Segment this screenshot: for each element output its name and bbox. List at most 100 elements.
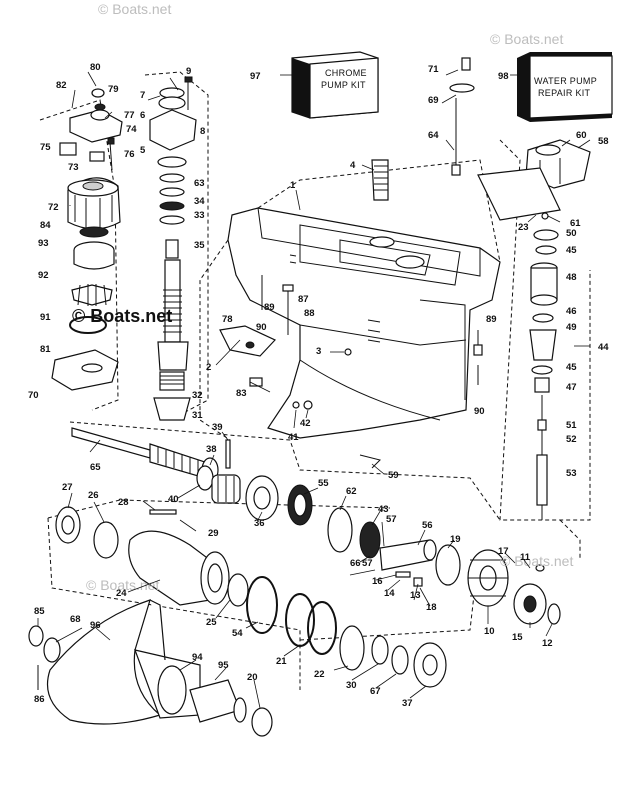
gearcase-housing [227, 207, 501, 439]
callout-36: 36 [254, 518, 265, 529]
callout-53: 53 [566, 468, 577, 479]
callout-50: 50 [566, 228, 577, 239]
bearing-housing-15 [513, 583, 547, 625]
callout-9: 9 [186, 66, 191, 77]
water-kit-line2: REPAIR KIT [538, 88, 591, 98]
callout-79: 79 [108, 84, 119, 95]
callout-61: 61 [570, 218, 581, 229]
cradle-56 [379, 539, 437, 571]
connector-47 [534, 377, 550, 393]
callout-19: 19 [450, 534, 461, 545]
shift-rod-assembly [449, 57, 475, 176]
water-kit-line1: WATER PUMP [534, 76, 597, 86]
callout-62: 62 [346, 486, 357, 497]
callout-16: 16 [372, 576, 383, 587]
hub-95 [189, 679, 247, 723]
bearing-38 [196, 465, 214, 491]
callout-80: 80 [90, 62, 101, 73]
callout-71: 71 [428, 64, 439, 75]
callout-65: 65 [90, 462, 101, 473]
callout-87: 87 [298, 294, 309, 305]
callout-89b: 89 [486, 314, 497, 325]
callout-75: 75 [40, 142, 51, 153]
callout-78: 78 [222, 314, 233, 325]
callout-66: 66 [350, 558, 361, 569]
callout-23: 23 [518, 222, 529, 233]
propeller-shaft [71, 427, 219, 483]
gasket-23 [477, 167, 561, 221]
gear-36 [245, 475, 279, 521]
callout-89a: 89 [264, 302, 275, 313]
callout-98: 98 [498, 71, 509, 82]
callout-18: 18 [426, 602, 437, 613]
chrome-pump-kit-box: CHROME PUMP KIT [291, 51, 379, 119]
callout-48: 48 [566, 272, 577, 283]
callout-54: 54 [232, 628, 243, 639]
callout-74: 74 [126, 124, 137, 135]
callout-numbers: 97 98 1 2 4 5 6 7 8 9 10 11 12 13 14 15 … [28, 62, 609, 709]
callout-82: 82 [56, 80, 67, 91]
o-ring-45a [535, 245, 557, 255]
drive-shaft [149, 87, 197, 421]
callout-12: 12 [542, 638, 553, 649]
bushing-49 [529, 329, 557, 361]
watermark-bottom-left: © Boats.net [86, 577, 159, 593]
callout-57b: 57 [362, 558, 373, 569]
callout-37: 37 [402, 698, 413, 709]
callout-30: 30 [346, 680, 357, 691]
callout-95: 95 [218, 660, 229, 671]
o-ring-45b [531, 365, 553, 375]
ring-62 [327, 507, 353, 553]
callout-45b: 45 [566, 362, 577, 373]
o-ring-46 [532, 313, 554, 323]
o-ring-54 [246, 576, 278, 634]
callout-76: 76 [124, 149, 135, 160]
ring-43 [359, 521, 381, 559]
grommet-50 [533, 229, 559, 241]
callout-68: 68 [70, 614, 81, 625]
bushing-73 [89, 151, 105, 162]
bearing-25 [227, 573, 249, 607]
callout-70: 70 [28, 390, 39, 401]
callout-6: 6 [140, 110, 145, 121]
callout-83: 83 [236, 388, 247, 399]
callout-52: 52 [566, 434, 577, 445]
callout-96: 96 [90, 620, 101, 631]
callout-3: 3 [316, 346, 321, 357]
callout-51: 51 [566, 420, 577, 431]
callout-43: 43 [378, 504, 389, 515]
callout-7: 7 [140, 90, 145, 101]
callout-84: 84 [40, 220, 51, 231]
callout-81: 81 [40, 344, 51, 355]
water-pump-housing [67, 177, 121, 230]
ring-30 [371, 635, 389, 665]
trim-tab-78 [219, 325, 277, 357]
callout-8: 8 [200, 126, 205, 137]
impeller-92 [71, 284, 113, 306]
callout-4: 4 [350, 160, 356, 171]
callout-58: 58 [598, 136, 609, 147]
callout-93: 93 [38, 238, 49, 249]
gear-10 [467, 549, 509, 607]
thrust-67 [391, 645, 409, 675]
callout-46: 46 [566, 306, 577, 317]
callout-15: 15 [512, 632, 523, 643]
callout-1: 1 [290, 180, 296, 191]
water-pump-kit-box: WATER PUMP REPAIR KIT [517, 52, 613, 122]
callout-39: 39 [212, 422, 223, 433]
impeller-housing-93 [73, 241, 115, 270]
watermark-bottom-right: © Boats.net [500, 553, 573, 569]
callout-42: 42 [300, 418, 311, 429]
callout-22: 22 [314, 669, 325, 680]
callout-69: 69 [428, 95, 439, 106]
callout-27: 27 [62, 482, 73, 493]
callout-67: 67 [370, 686, 381, 697]
screw-28 [149, 509, 177, 515]
callout-33: 33 [194, 210, 205, 221]
callout-85: 85 [34, 606, 45, 617]
callout-25: 25 [206, 617, 217, 628]
callout-20: 20 [247, 672, 258, 683]
callout-92: 92 [38, 270, 49, 281]
